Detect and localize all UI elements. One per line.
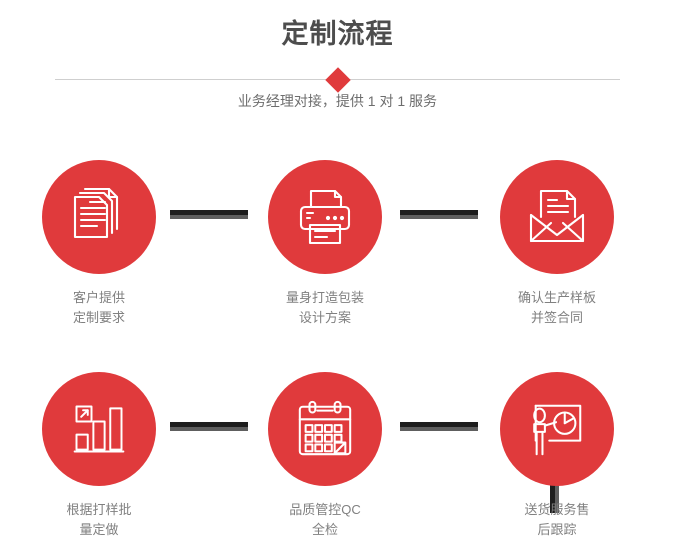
flow-step-1-circle (42, 160, 156, 274)
flow-step-5[interactable]: 品质管控QC 全检 (230, 360, 420, 540)
connector-horizontal-3 (170, 422, 248, 431)
connector-vertical (550, 481, 559, 513)
flow-step-2[interactable]: 量身打造包装 设计方案 (230, 148, 420, 328)
flow-step-1-label: 客户提供 定制要求 (72, 290, 125, 325)
flow-step-5-label: 品质管控QC 全检 (289, 502, 361, 537)
connector-horizontal-1 (170, 210, 248, 219)
connector-bar-light (400, 427, 478, 431)
connector-bar-light (170, 427, 248, 431)
diamond-icon (324, 67, 351, 93)
flow-row-bottom: 根据打样批 量定做 (0, 360, 675, 550)
flow-step-2-label: 量身打造包装 设计方案 (285, 290, 364, 325)
connector-bar-light (400, 215, 478, 219)
flow-step-6-circle (500, 372, 614, 486)
flow-step-6[interactable]: 送货服务售 后跟踪 (462, 360, 652, 540)
flow-step-6-label: 送货服务售 后跟踪 (524, 502, 590, 537)
flow-row-top: 客户提供 定制要求 (0, 148, 675, 338)
page-header: 定制流程 业务经理对接，提供 1 对 1 服务 (0, 0, 675, 140)
flow-step-4-circle (42, 372, 156, 486)
divider (55, 67, 620, 93)
process-flow: 客户提供 定制要求 (0, 148, 675, 550)
connector-horizontal-2 (400, 210, 478, 219)
connector-bar-light (555, 481, 559, 513)
connector-bar-light (170, 215, 248, 219)
flow-step-3-label: 确认生产样板 并签合同 (517, 290, 596, 325)
flow-step-1[interactable]: 客户提供 定制要求 (4, 148, 194, 328)
page-subtitle: 业务经理对接，提供 1 对 1 服务 (237, 93, 438, 109)
flow-step-4-label: 根据打样批 量定做 (66, 502, 132, 537)
connector-bar-dark (400, 210, 478, 215)
connector-horizontal-4 (400, 422, 478, 431)
connector-bar-dark (170, 210, 248, 215)
flow-step-5-circle (268, 372, 382, 486)
connector-bar-dark (400, 422, 478, 427)
connector-bar-dark (550, 481, 555, 513)
flow-step-3[interactable]: 确认生产样板 并签合同 (462, 148, 652, 328)
flow-step-3-circle (500, 160, 614, 274)
flow-step-4[interactable]: 根据打样批 量定做 (4, 360, 194, 540)
connector-bar-dark (170, 422, 248, 427)
flow-step-2-circle (268, 160, 382, 274)
page-title: 定制流程 (281, 19, 394, 49)
